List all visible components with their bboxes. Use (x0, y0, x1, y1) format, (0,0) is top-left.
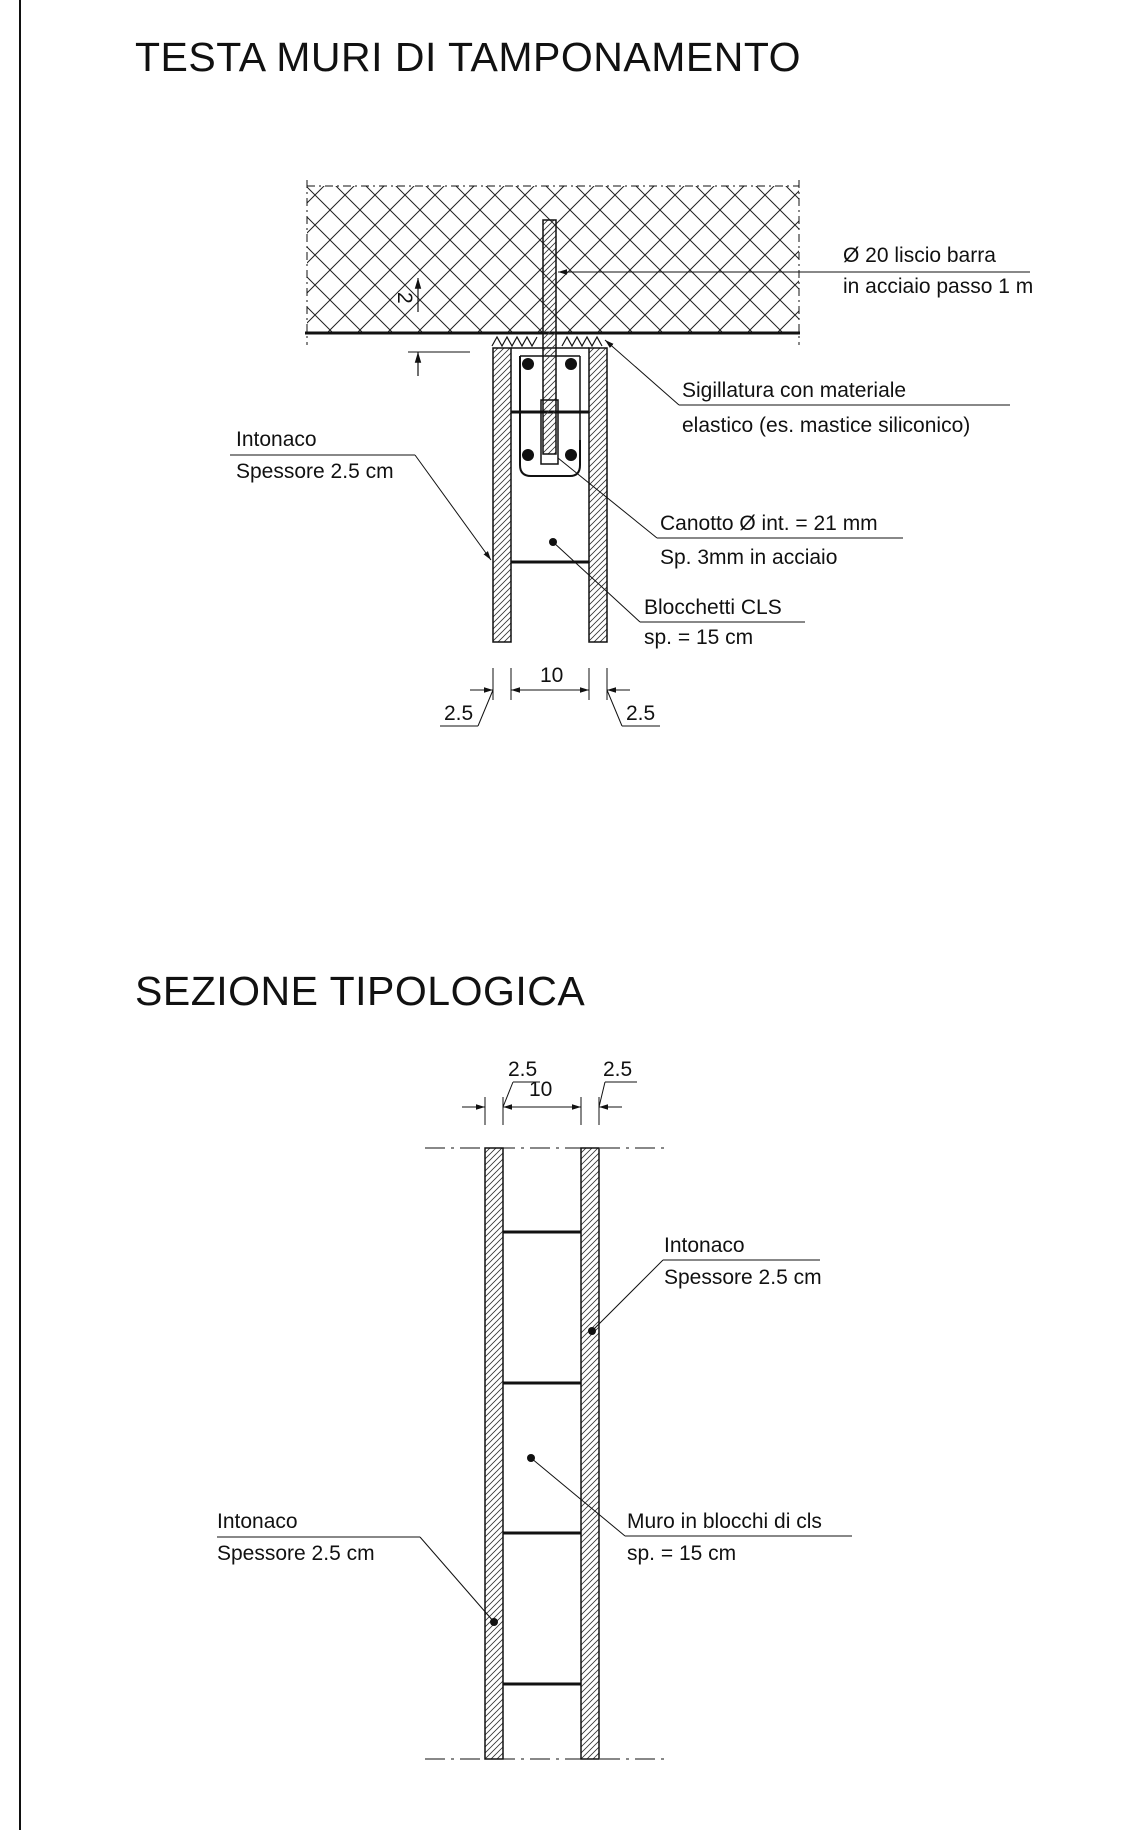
dim-core-text: 10 (540, 664, 563, 687)
blocks-label-1: Blocchetti CLS (644, 596, 782, 619)
sec-wall-label-2: sp. = 15 cm (627, 1542, 736, 1565)
gap-dim-text: 2 (393, 292, 416, 304)
sec-plaster-right-leader (591, 1259, 664, 1332)
sleeve-label-1: Canotto Ø int. = 21 mm (660, 512, 878, 535)
sec-plaster-left (484, 1147, 504, 1760)
sec-plaster-left-label-2: Spessore 2.5 cm (217, 1542, 375, 1565)
blocks-label-2: sp. = 15 cm (644, 626, 753, 649)
sec-dim-left-text: 2.5 (508, 1058, 537, 1081)
plaster-label-1: Intonaco (236, 428, 317, 451)
section2-title: SEZIONE TIPOLOGICA (135, 968, 586, 1014)
head-detail: 2 Ø 20 liscio barra in acciaio passo 1 m… (230, 180, 1033, 727)
sleeve-label-2: Sp. 3mm in acciaio (660, 546, 837, 569)
blocks-leader (552, 541, 641, 623)
steel-sleeve (540, 399, 559, 465)
sec-dim-left-leader (502, 1081, 514, 1108)
plaster-left (492, 347, 512, 643)
rebar-4 (565, 449, 577, 461)
sec-plaster-right (580, 1147, 600, 1760)
sec-dim-core-text: 10 (529, 1078, 552, 1101)
typical-section: 2.5 10 2.5 Intonaco Spessore 2.5 cm (217, 1058, 852, 1760)
sec-dim-right-leader (598, 1081, 606, 1108)
rebar-2 (565, 358, 577, 370)
sleeve-leader (557, 457, 658, 539)
seal-leader (604, 339, 680, 406)
plaster-right (588, 347, 608, 643)
sec-plaster-right-label-1: Intonaco (664, 1234, 745, 1257)
sec-plaster-left-label-1: Intonaco (217, 1510, 298, 1533)
sealant-left (491, 335, 538, 348)
sec-wall-label-1: Muro in blocchi di cls (627, 1510, 822, 1533)
plaster-label-2: Spessore 2.5 cm (236, 460, 394, 483)
sec-wall-leader (530, 1457, 626, 1537)
bar-label-1: Ø 20 liscio barra (843, 244, 996, 267)
dim-right-text: 2.5 (626, 702, 655, 725)
dim-left-leader (477, 689, 494, 727)
stirrup (519, 356, 581, 477)
rebar-3 (522, 449, 534, 461)
sec-plaster-right-label-2: Spessore 2.5 cm (664, 1266, 822, 1289)
sealant-right (561, 335, 603, 348)
seal-label-2: elastico (es. mastice siliconico) (682, 414, 970, 437)
steel-bar (542, 219, 557, 455)
sec-plaster-left-leader (419, 1536, 495, 1623)
sec-plaster-left-dot (490, 1618, 498, 1626)
plaster-leader (414, 454, 492, 561)
seal-label-1: Sigillatura con materiale (682, 379, 906, 402)
dim-left-text: 2.5 (444, 702, 473, 725)
rebar-1 (522, 358, 534, 370)
dim-right-leader (606, 689, 623, 727)
bar-label-2: in acciaio passo 1 m (843, 275, 1033, 298)
section1-title: TESTA MURI DI TAMPONAMENTO (135, 34, 802, 80)
sec-dim-right-text: 2.5 (603, 1058, 632, 1081)
